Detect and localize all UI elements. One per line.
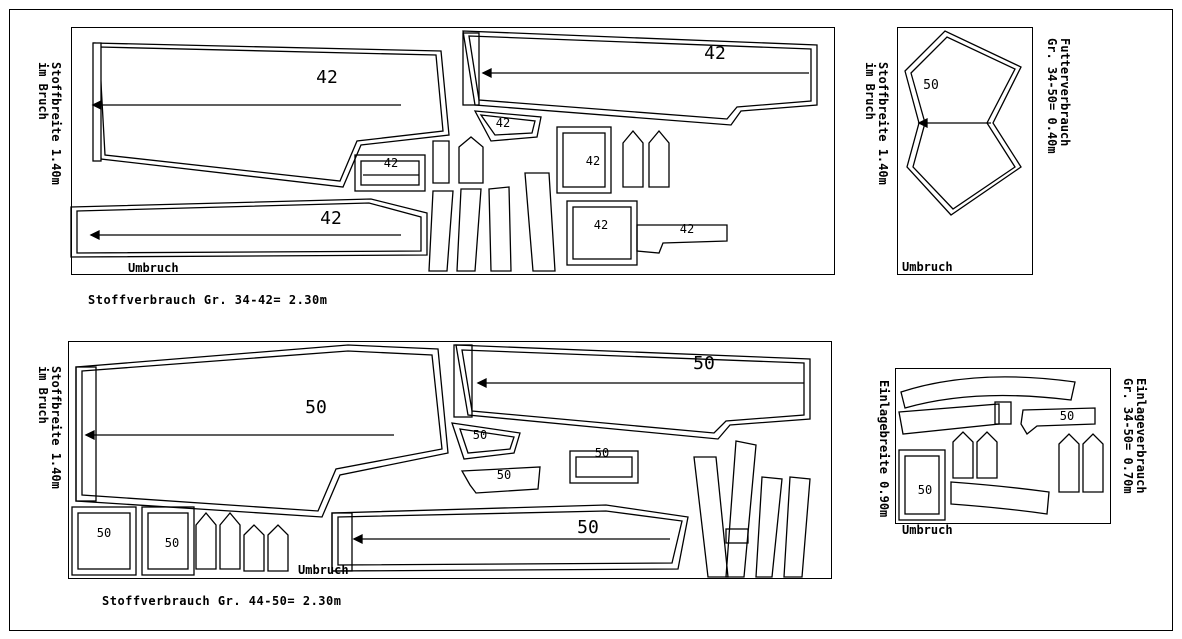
svg-text:50: 50 <box>473 428 487 442</box>
svg-text:50: 50 <box>693 353 715 374</box>
svg-text:42: 42 <box>680 222 694 236</box>
fold-label-interfacing: Umbruch <box>902 523 953 537</box>
pattern-pieces-large: 50 50 50 50 50 50 50 50 <box>71 344 811 578</box>
fabric-consumption-caption-large: Stoffverbrauch Gr. 44-50= 2.30m <box>102 594 342 608</box>
svg-text:42: 42 <box>594 218 608 232</box>
lining-pattern-pieces: 50 <box>904 30 1022 216</box>
svg-text:42: 42 <box>586 154 600 168</box>
svg-text:50: 50 <box>923 78 939 93</box>
svg-text:42: 42 <box>384 156 398 170</box>
svg-text:50: 50 <box>918 483 932 497</box>
fold-label-lining: Umbruch <box>902 260 953 274</box>
svg-text:42: 42 <box>704 43 726 64</box>
outer-frame <box>9 9 1173 631</box>
svg-text:50: 50 <box>97 526 111 540</box>
svg-text:50: 50 <box>577 517 599 538</box>
size-label: 42 <box>316 67 338 88</box>
pattern-pieces-small: 42 42 42 42 42 42 42 42 <box>70 30 818 272</box>
svg-text:42: 42 <box>496 116 510 130</box>
svg-text:50: 50 <box>305 397 327 418</box>
fabric-layout-small-panel <box>71 27 835 275</box>
trouser-side-piece <box>70 198 428 258</box>
svg-text:50: 50 <box>497 468 511 482</box>
svg-text:50: 50 <box>1060 409 1074 423</box>
svg-text:42: 42 <box>320 208 342 229</box>
interfacing-pattern-pieces: 50 50 <box>898 376 1104 521</box>
fold-label-large: Umbruch <box>298 563 349 577</box>
interfacing-layout-panel <box>895 368 1111 524</box>
svg-text:50: 50 <box>595 446 609 460</box>
fabric-consumption-caption-small: Stoffverbrauch Gr. 34-42= 2.30m <box>88 293 328 307</box>
lining-layout-panel <box>897 27 1033 275</box>
svg-text:50: 50 <box>165 536 179 550</box>
trouser-back-piece <box>462 30 818 126</box>
fold-label-small: Umbruch <box>128 261 179 275</box>
interfacing-width-label: Einlagebreite 0.90m <box>877 380 891 518</box>
fabric-layout-large-panel <box>68 341 832 579</box>
